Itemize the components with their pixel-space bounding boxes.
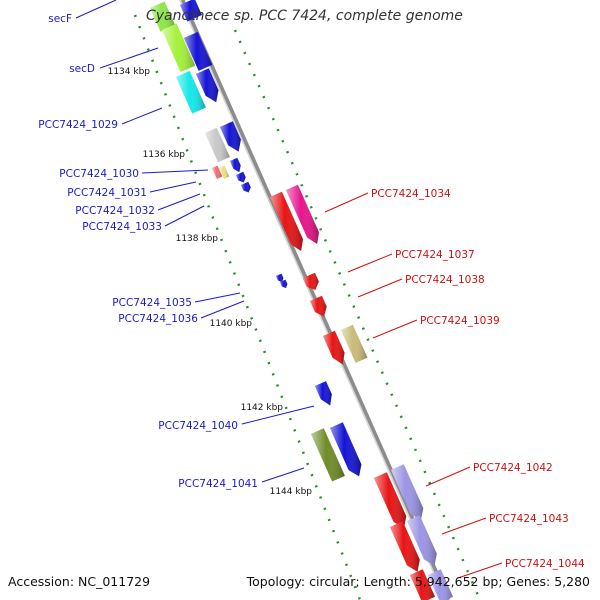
gene-glyph-shade-PCC7424_1034: [270, 191, 303, 251]
leader-1040: [241, 405, 315, 425]
gene-glyph-shade-PCC7424_1041: [311, 428, 345, 482]
gene-glyph-shade-PCC7424_1030-2: [220, 121, 241, 152]
gene-glyph-shade-secF: [150, 1, 176, 32]
gene-glyph-shade-PCC7424_1038: [310, 295, 327, 317]
leader-1032: [157, 193, 201, 211]
gene-label-PCC7424_1035[interactable]: PCC7424_1035: [112, 297, 192, 309]
leader-1031: [149, 181, 197, 193]
gene-glyph-shade-PCC7424_1029: [176, 70, 206, 114]
gene-label-PCC7424_1031[interactable]: PCC7424_1031: [67, 187, 147, 199]
gene-glyph-shade-PCC7424_1033-2: [241, 181, 251, 193]
gene-glyph-shade-PCC7424_1043: [390, 521, 420, 572]
gene-glyph-shade-secD: [162, 23, 196, 73]
leader-1029: [121, 107, 163, 125]
gene-glyph-shade-PCC7424_1037: [303, 272, 319, 290]
gene-label-secD[interactable]: secD: [69, 63, 95, 75]
gene-label-PCC7424_1032[interactable]: PCC7424_1032: [75, 205, 155, 217]
gene-glyph-shade-PCC7424_1031-2: [219, 165, 230, 179]
gene-glyph-shade-PCC7424_1031: [212, 165, 223, 179]
accession-text: Accession: NC_011729: [8, 574, 151, 589]
left-gene-labels: secF secD PCC7424_1029 PCC7424_1030 PCC7…: [38, 0, 315, 490]
gene-glyph-shade-PCC7424_1030: [205, 127, 230, 163]
gene-label-PCC7424_1030[interactable]: PCC7424_1030: [59, 168, 139, 180]
gene-label-PCC7424_1039[interactable]: PCC7424_1039: [420, 315, 500, 327]
gene-label-PCC7424_1037[interactable]: PCC7424_1037: [395, 249, 475, 261]
kbp-label-1136: 1136 kbp: [143, 150, 186, 160]
leader-1030: [141, 169, 209, 174]
kbp-label-1142: 1142 kbp: [241, 403, 284, 413]
kbp-label-1140: 1140 kbp: [210, 319, 253, 329]
gene-label-PCC7424_1029[interactable]: PCC7424_1029: [38, 119, 118, 131]
gene-label-PCC7424_1033[interactable]: PCC7424_1033: [82, 221, 162, 233]
leader-1037: [347, 253, 393, 273]
leader-1043: [441, 517, 487, 535]
kbp-label-1138: 1138 kbp: [176, 234, 219, 244]
leader-secD: [99, 47, 159, 69]
gene-glyph-shade-PCC7424_1043-2: [407, 515, 437, 566]
gene-glyph-shade-PCC7424_1041-2: [330, 422, 362, 477]
gene-glyph-shade-PCC7424_1044: [410, 569, 435, 600]
leader-1039: [372, 319, 418, 339]
kbp-label-1134: 1134 kbp: [108, 67, 151, 77]
right-gene-labels: PCC7424_1034 PCC7424_1037 PCC7424_1038 P…: [324, 188, 585, 579]
gene-glyphs: [150, 0, 453, 600]
leader-1036: [200, 300, 245, 319]
leader-1035: [194, 292, 241, 303]
leader-1034: [324, 192, 369, 213]
gene-glyph-shade-PCC7424_1034-2: [286, 184, 319, 244]
gene-label-PCC7424_1044[interactable]: PCC7424_1044: [505, 558, 585, 570]
leader-secF: [75, 0, 117, 19]
gene-label-PCC7424_1038[interactable]: PCC7424_1038: [405, 274, 485, 286]
gene-label-PCC7424_1043[interactable]: PCC7424_1043: [489, 513, 569, 525]
gene-label-PCC7424_1041[interactable]: PCC7424_1041: [178, 478, 258, 490]
leader-1044: [457, 562, 503, 579]
tick-track-right: [233, 29, 482, 600]
gene-glyph-shade-PCC7424_1044-2: [428, 569, 453, 600]
leader-1042: [425, 466, 471, 487]
gene-label-PCC7424_1040[interactable]: PCC7424_1040: [158, 420, 238, 432]
gene-label-PCC7424_1042[interactable]: PCC7424_1042: [473, 462, 553, 474]
gene-label-PCC7424_1034[interactable]: PCC7424_1034: [371, 188, 451, 200]
gene-glyph-shade-PCC7424_1042-2: [391, 464, 424, 521]
gene-glyph-shade-PCC7424_1032: [230, 157, 241, 173]
gene-glyph-shade-PCC7424_1029-2: [196, 68, 219, 103]
gene-glyph-shade-PCC7424_1039: [323, 330, 345, 365]
leader-1033: [164, 205, 205, 227]
gene-glyph-shade-PCC7424_1033: [236, 171, 246, 183]
gene-glyph-shade-secF-2: [180, 0, 202, 22]
gene-glyph-shade-PCC7424_1036: [280, 279, 288, 289]
gene-glyph-shade-PCC7424_1040: [315, 381, 332, 406]
leader-1041: [261, 467, 305, 483]
kbp-label-1144: 1144 kbp: [270, 487, 313, 497]
gene-glyph-shade-PCC7424_1039-2: [341, 324, 368, 363]
genome-title: Cyanothece sp. PCC 7424, complete genome: [146, 8, 463, 24]
gene-glyph-shade-PCC7424_1042: [374, 472, 407, 529]
gene-label-PCC7424_1036[interactable]: PCC7424_1036: [118, 313, 198, 325]
gene-glyph-shade-secD-2: [184, 31, 213, 71]
gene-glyph-shade-PCC7424_1035: [276, 273, 284, 283]
tick-track-left: [133, 14, 362, 600]
scale-labels: 1134 kbp 1136 kbp 1138 kbp 1140 kbp 1142…: [108, 67, 313, 497]
leader-1038: [357, 278, 403, 298]
gene-label-secF[interactable]: secF: [48, 13, 72, 25]
genome-summary-text: Topology: circular; Length: 5,942,652 bp…: [246, 574, 590, 589]
